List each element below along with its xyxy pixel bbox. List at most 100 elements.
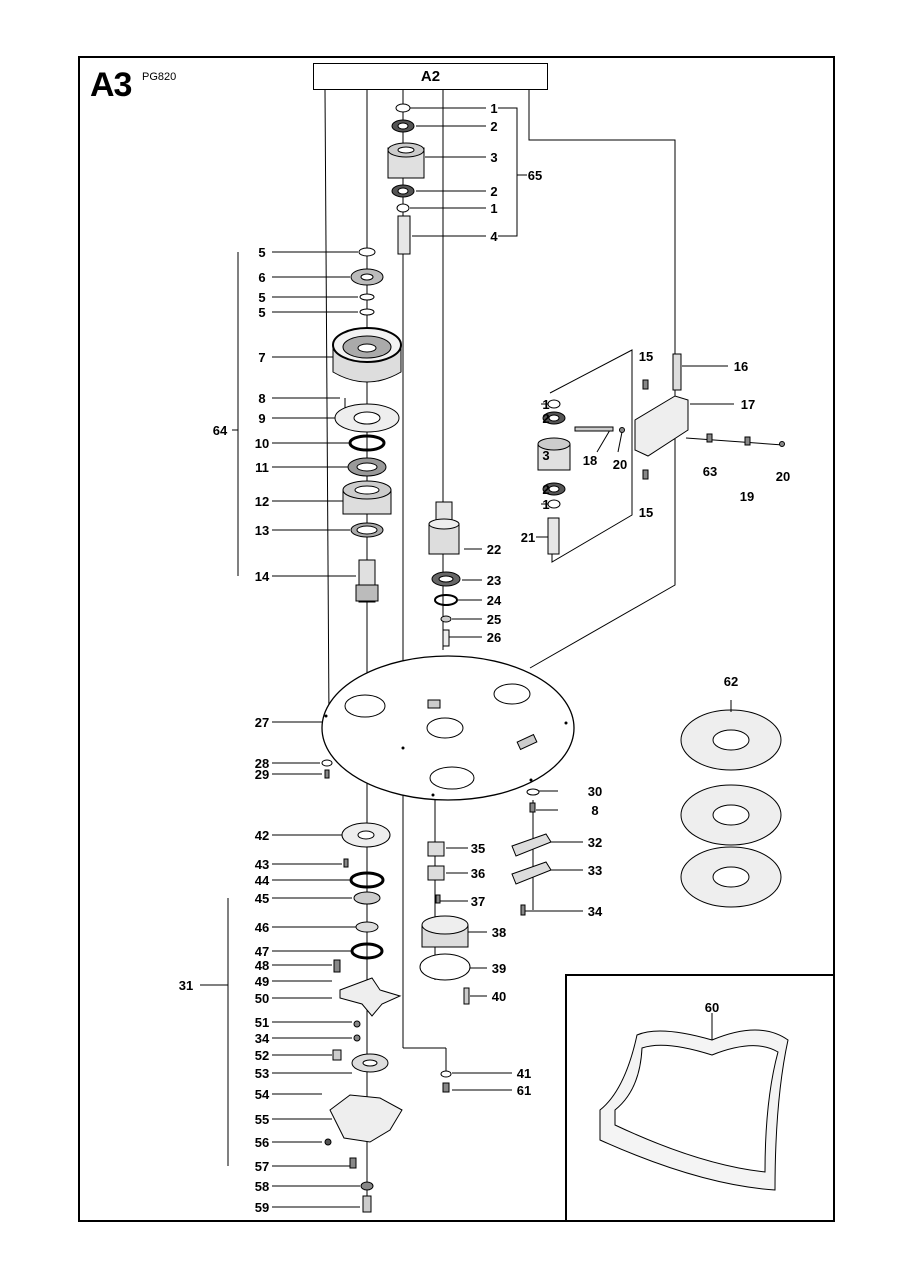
callout-8: 8 (591, 803, 598, 818)
callout-16: 16 (734, 359, 748, 374)
circlip-1b (396, 203, 410, 213)
callout-38: 38 (492, 925, 506, 940)
callout-61: 61 (517, 1083, 531, 1098)
pulley-assembly (332, 247, 402, 603)
callout-24: 24 (487, 593, 502, 608)
callout-1: 1 (490, 101, 497, 116)
callout-53: 53 (255, 1066, 269, 1081)
callout-51: 51 (255, 1015, 269, 1030)
drive-belt (599, 1013, 789, 1191)
model-label: PG820 (142, 71, 177, 83)
callout-18: 18 (583, 453, 597, 468)
callout-60: 60 (705, 1000, 719, 1015)
cover-parts (419, 788, 552, 1093)
callout-63: 63 (703, 464, 717, 479)
callout-40: 40 (492, 989, 506, 1004)
callout-7: 7 (258, 350, 265, 365)
callout-5: 5 (258, 290, 265, 305)
callout-46: 46 (255, 920, 269, 935)
callout-44: 44 (255, 873, 270, 888)
callout-34: 34 (588, 904, 603, 919)
callout-9: 9 (258, 411, 265, 426)
callout-41: 41 (517, 1066, 531, 1081)
idler-outline (549, 349, 633, 563)
leader-line (324, 89, 330, 721)
base-plate (321, 655, 575, 801)
callout-15: 15 (639, 349, 653, 364)
callout-43: 43 (255, 857, 269, 872)
section-code: A3 (90, 66, 132, 104)
callout-21: 21 (521, 530, 535, 545)
callout-54: 54 (255, 1087, 270, 1102)
callout-25: 25 (487, 612, 501, 627)
callout-1: 1 (542, 397, 549, 412)
callout-1: 1 (542, 497, 549, 512)
motor-shaft-parts (428, 501, 461, 647)
callout-17: 17 (741, 397, 755, 412)
callout-8: 8 (258, 391, 265, 406)
bracket-65 (498, 107, 518, 237)
callout-20: 20 (613, 457, 627, 472)
callout-52: 52 (255, 1048, 269, 1063)
circlip-1 (395, 103, 411, 113)
callout-11: 11 (255, 460, 269, 475)
idler-assembly (537, 353, 785, 555)
reference-box: A2 (313, 63, 548, 90)
callout-15: 15 (639, 505, 653, 520)
callout-2: 2 (490, 119, 497, 134)
shaft-4 (397, 215, 411, 255)
callout-37: 37 (471, 894, 485, 909)
callout-47: 47 (255, 944, 269, 959)
callout-30: 30 (588, 784, 602, 799)
callout-32: 32 (588, 835, 602, 850)
callout-2: 2 (542, 411, 549, 426)
callout-5: 5 (258, 245, 265, 260)
lower-drive-parts (321, 759, 403, 1213)
callout-4: 4 (490, 229, 498, 244)
inset-panel (565, 974, 835, 1222)
callout-42: 42 (255, 828, 269, 843)
callout-59: 59 (255, 1200, 269, 1215)
callout-55: 55 (255, 1112, 269, 1127)
callout-2: 2 (490, 184, 497, 199)
callout-2: 2 (542, 482, 549, 497)
callout-19: 19 (740, 489, 754, 504)
callout-35: 35 (471, 841, 485, 856)
callout-45: 45 (255, 891, 269, 906)
drawing-frame (78, 56, 835, 1222)
callout-49: 49 (255, 974, 269, 989)
callout-3: 3 (542, 448, 549, 463)
callout-12: 12 (255, 494, 269, 509)
callout-56: 56 (255, 1135, 269, 1150)
callout-28: 28 (255, 756, 269, 771)
callout-10: 10 (255, 436, 269, 451)
callout-39: 39 (492, 961, 506, 976)
blade-discs (680, 700, 782, 908)
spindle-parts-upper (387, 103, 425, 255)
callout-33: 33 (588, 863, 602, 878)
callout-50: 50 (255, 991, 269, 1006)
callout-13: 13 (255, 523, 269, 538)
callout-6: 6 (258, 270, 265, 285)
callout-36: 36 (471, 866, 485, 881)
callout-26: 26 (487, 630, 501, 645)
callout-48: 48 (255, 958, 269, 973)
callout-20: 20 (776, 469, 790, 484)
callout-3: 3 (490, 150, 497, 165)
callout-64: 64 (213, 423, 228, 438)
callout-27: 27 (255, 715, 269, 730)
callout-22: 22 (487, 542, 501, 557)
callout-65: 65 (528, 168, 542, 183)
callout-58: 58 (255, 1179, 269, 1194)
callout-23: 23 (487, 573, 501, 588)
callout-31: 31 (179, 978, 193, 993)
callout-62: 62 (724, 674, 738, 689)
callout-14: 14 (255, 569, 270, 584)
callout-29: 29 (255, 767, 269, 782)
callout-34: 34 (255, 1031, 270, 1046)
callout-5: 5 (258, 305, 265, 320)
callout-57: 57 (255, 1159, 269, 1174)
axis-line (528, 90, 676, 669)
callout-1: 1 (490, 201, 497, 216)
